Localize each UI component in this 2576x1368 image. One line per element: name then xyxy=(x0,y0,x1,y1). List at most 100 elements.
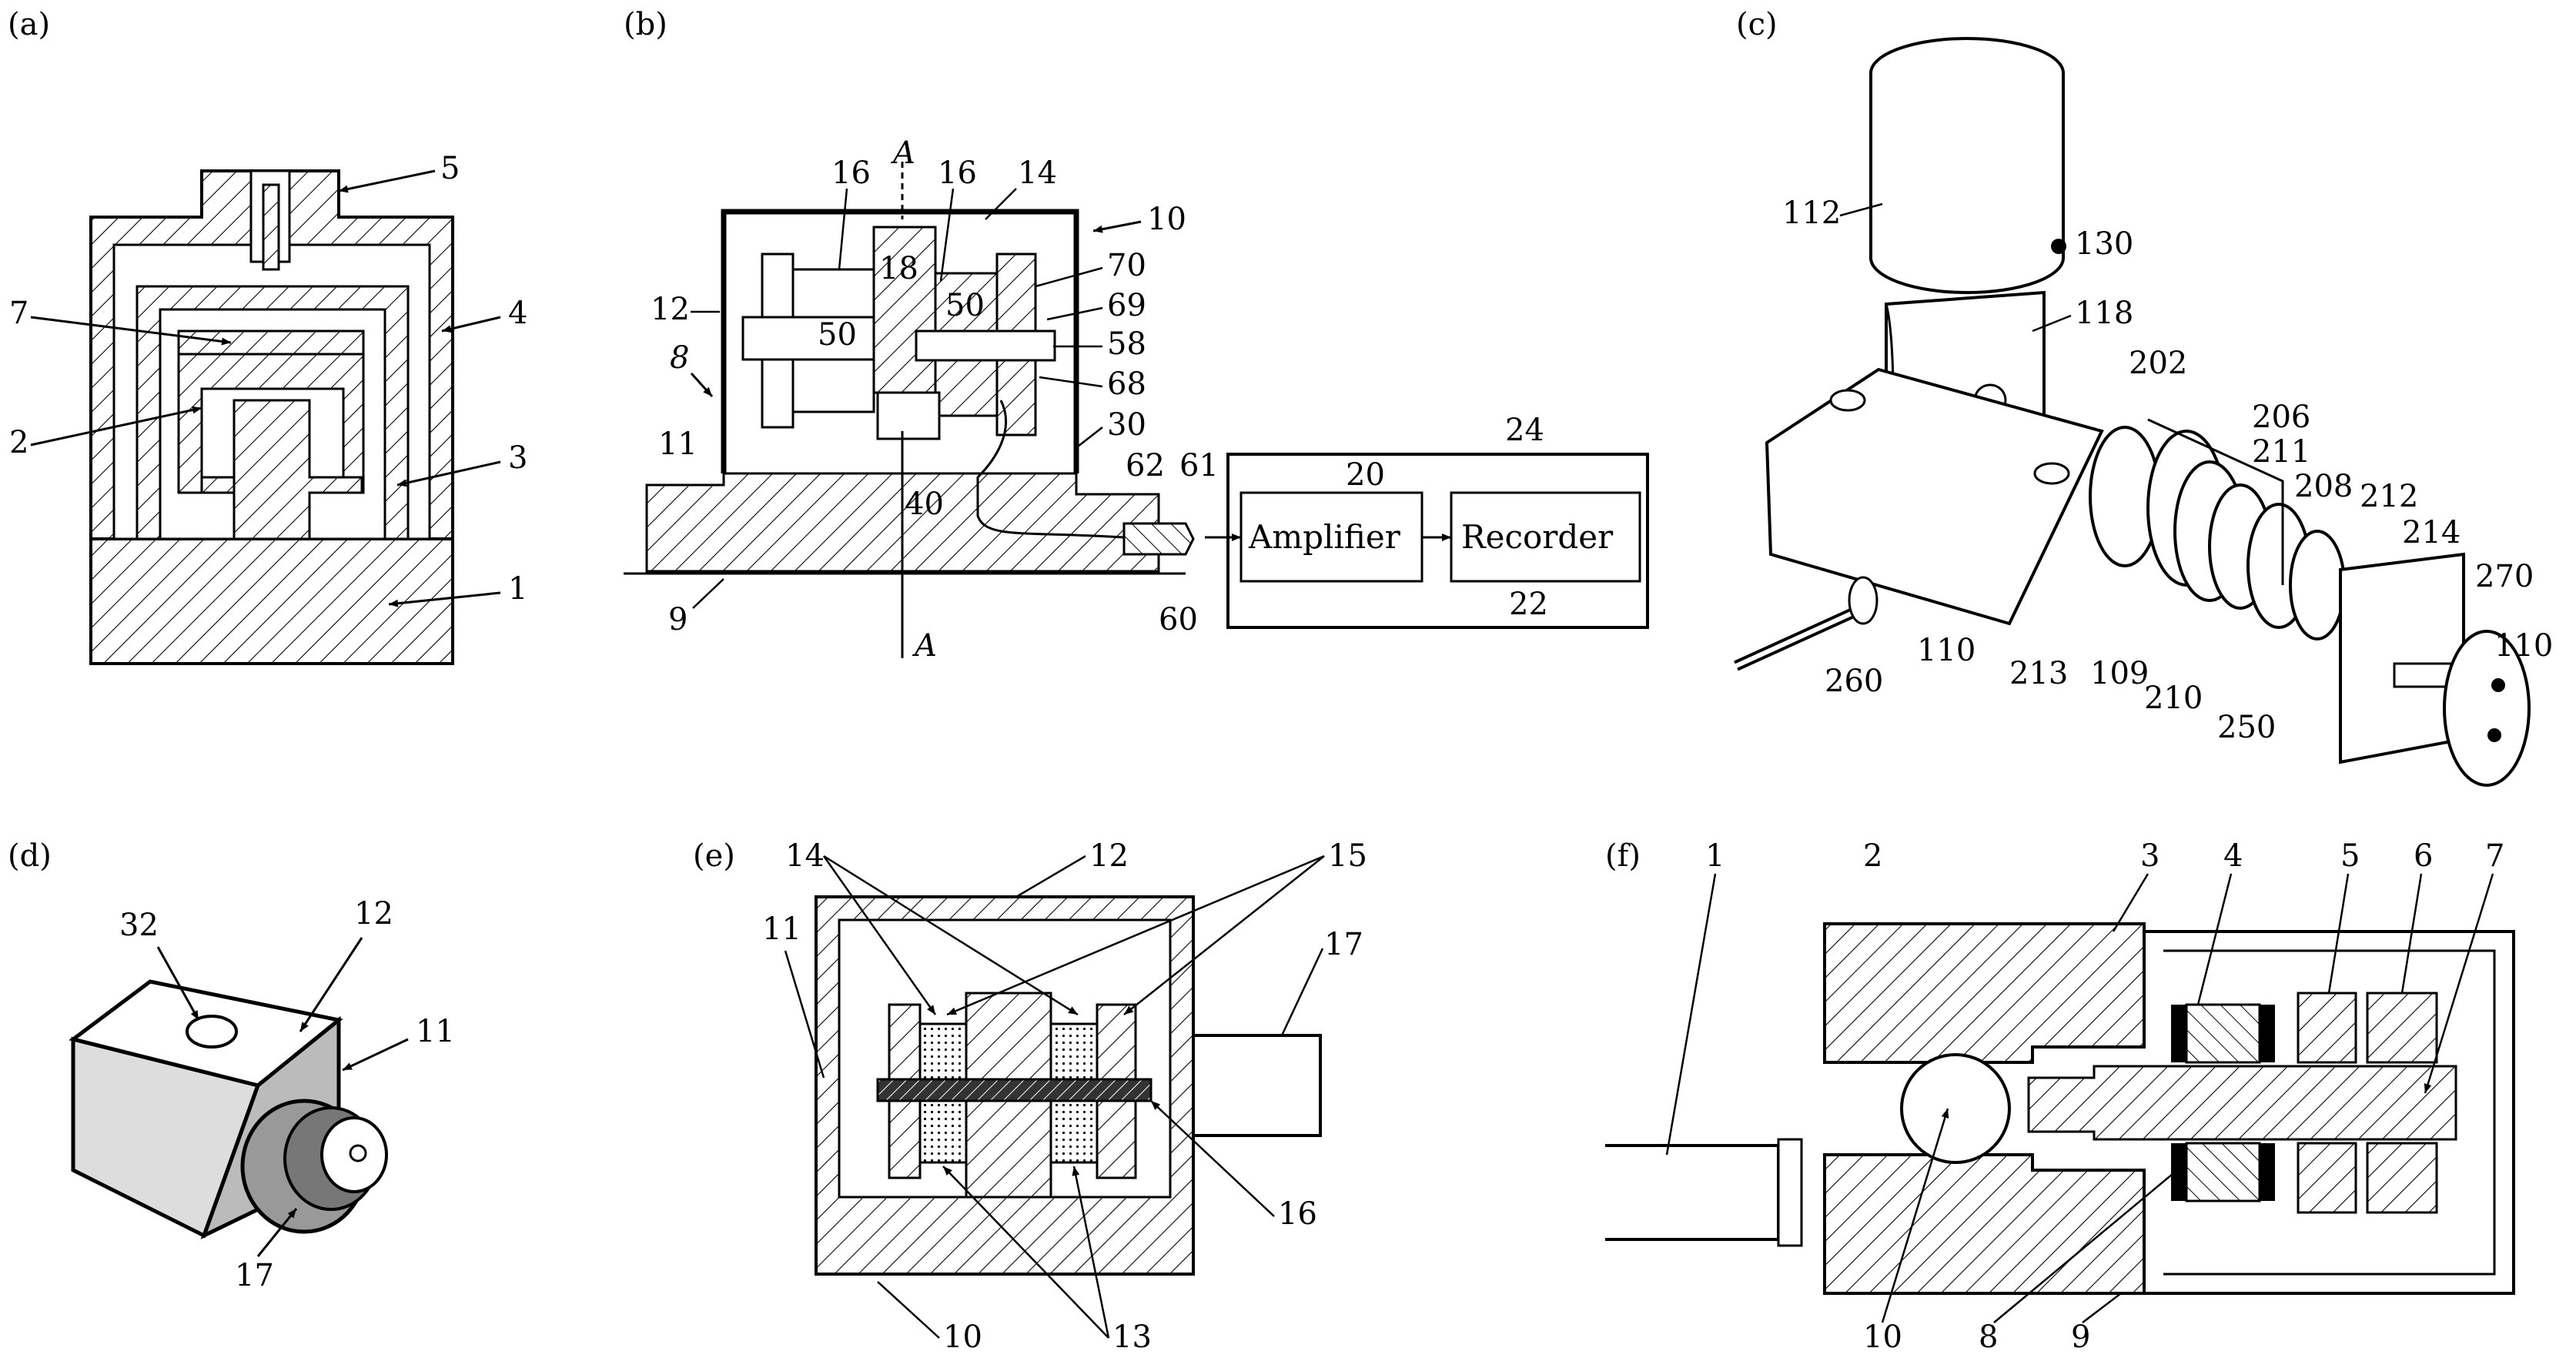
knob-hole-1 xyxy=(2491,678,2505,692)
leader-e-15a xyxy=(946,855,1325,1016)
callout-e-11: 11 xyxy=(762,911,801,947)
callout-c-109: 109 xyxy=(2090,656,2149,691)
callout-b-20: 20 xyxy=(1346,457,1385,493)
leader-e-15b xyxy=(1123,855,1325,1015)
leader-d-12 xyxy=(299,937,363,1032)
cable-core xyxy=(1735,606,1865,668)
callout-c-112: 112 xyxy=(1782,196,1841,231)
piezo-element xyxy=(177,353,365,494)
callout-b-70: 70 xyxy=(1107,248,1146,283)
panel-f: (f) 1 2 3 4 5 6 7 xyxy=(1605,838,2515,1355)
leader-b-14 xyxy=(985,188,1017,220)
post-flange xyxy=(200,476,236,494)
leader-b-16b xyxy=(939,188,955,282)
callout-c-130: 130 xyxy=(2075,226,2133,262)
callout-e-15: 15 xyxy=(1328,838,1367,874)
amplifier-box xyxy=(1239,491,1423,583)
leader-7 xyxy=(30,316,232,346)
callout-b-60: 60 xyxy=(1159,602,1198,637)
center-post-b xyxy=(872,226,937,394)
callout-f-5: 5 xyxy=(2340,838,2360,874)
callout-c-214: 214 xyxy=(2402,515,2461,550)
callout-d-17: 17 xyxy=(235,1258,274,1293)
callout-f-7: 7 xyxy=(2485,838,2504,874)
recorder-box xyxy=(1450,491,1641,583)
nut-6-bottom xyxy=(2366,1142,2438,1214)
ring-4-d xyxy=(2171,1143,2186,1201)
callout-b-16b: 16 xyxy=(938,156,977,191)
leader-e-13a xyxy=(942,1166,1109,1339)
connector-pin xyxy=(349,1144,367,1162)
callout-e-14: 14 xyxy=(785,838,825,874)
ball xyxy=(1900,1053,2011,1164)
callout-c-210: 210 xyxy=(2144,681,2203,716)
callout-b-30: 30 xyxy=(1107,407,1146,443)
callout-f-4: 4 xyxy=(2223,838,2243,874)
cylinder-body xyxy=(1869,73,2065,294)
leader-f-10 xyxy=(1881,1108,1949,1323)
callout-a-4: 4 xyxy=(508,296,527,331)
callout-b-50b: 50 xyxy=(945,288,985,323)
callout-f-2: 2 xyxy=(1863,838,1882,874)
panel-b: (b) A A 16 16 14 10 18 50 50 7 xyxy=(624,7,1649,664)
callout-a-5: 5 xyxy=(440,151,460,186)
callout-a-7: 7 xyxy=(9,296,28,331)
callout-f-10: 10 xyxy=(1863,1320,1902,1355)
knob-hole-2 xyxy=(2487,728,2501,742)
signal-wire xyxy=(976,400,1125,539)
leader-f-8 xyxy=(1993,1162,2187,1323)
clip-frame xyxy=(2147,418,2284,585)
callout-b-9: 9 xyxy=(668,602,687,637)
callout-e-17: 17 xyxy=(1324,927,1363,962)
callout-f-9: 9 xyxy=(2071,1320,2090,1355)
leader-e-13b xyxy=(1072,1166,1110,1339)
section-A-bottom: A xyxy=(912,628,937,664)
callout-c-212: 212 xyxy=(2360,479,2418,514)
ring-4-b xyxy=(2185,1003,2261,1064)
callout-e-12: 12 xyxy=(1089,838,1129,874)
callout-c-110a: 110 xyxy=(1917,633,1975,668)
callout-a-1: 1 xyxy=(508,571,527,607)
ring-4-f xyxy=(2260,1143,2275,1201)
callout-f-3: 3 xyxy=(2140,838,2159,874)
callout-e-16: 16 xyxy=(1278,1196,1317,1232)
outer-shell xyxy=(2144,930,2515,1295)
post-foot xyxy=(876,391,941,440)
callout-c-208: 208 xyxy=(2294,469,2353,504)
callout-c-213: 213 xyxy=(2009,656,2068,691)
panel-e: (e) 14 12 15 11 17 16 10 13 xyxy=(693,838,1367,1355)
outer-shell-inner xyxy=(2163,949,2496,1276)
callout-f-1: 1 xyxy=(1705,838,1725,874)
mount-pin xyxy=(262,183,280,271)
callout-b-40: 40 xyxy=(905,487,944,522)
body-lower xyxy=(1823,1153,2146,1295)
knob xyxy=(2443,630,2531,787)
disc-214 xyxy=(2289,530,2346,641)
inner-shield xyxy=(135,285,410,540)
recorder-label: Recorder xyxy=(1461,518,1614,556)
callout-b-50a: 50 xyxy=(818,317,857,353)
panel-b-tag: (b) xyxy=(624,7,667,42)
callout-c-206: 206 xyxy=(2252,400,2310,435)
panel-c: (c) 112 130 118 xyxy=(1734,7,2553,787)
leader-e-11 xyxy=(784,950,825,1079)
plate-hole-1 xyxy=(1829,389,1866,412)
panel-d-tag: (d) xyxy=(8,838,52,874)
body-upper xyxy=(1823,922,2146,1064)
leader-5 xyxy=(338,169,436,193)
leader-f-4 xyxy=(2196,873,2233,1005)
callout-b-69: 69 xyxy=(1107,288,1146,323)
amplifier-label: Amplifier xyxy=(1248,518,1401,556)
leader-b-9 xyxy=(692,578,724,609)
callout-b-8: 8 xyxy=(670,340,689,376)
leader-b-8 xyxy=(690,372,714,398)
leader-1 xyxy=(388,591,501,607)
mount-hole xyxy=(186,1015,238,1049)
stud xyxy=(2027,1065,2457,1141)
base-plate-c xyxy=(1765,367,2104,626)
callout-c-202: 202 xyxy=(2129,346,2187,381)
plate-hole-2 xyxy=(2033,462,2070,485)
panel-a: (a) 5 7 4 2 3 1 xyxy=(8,7,527,665)
leader-e-12 xyxy=(1015,855,1086,898)
